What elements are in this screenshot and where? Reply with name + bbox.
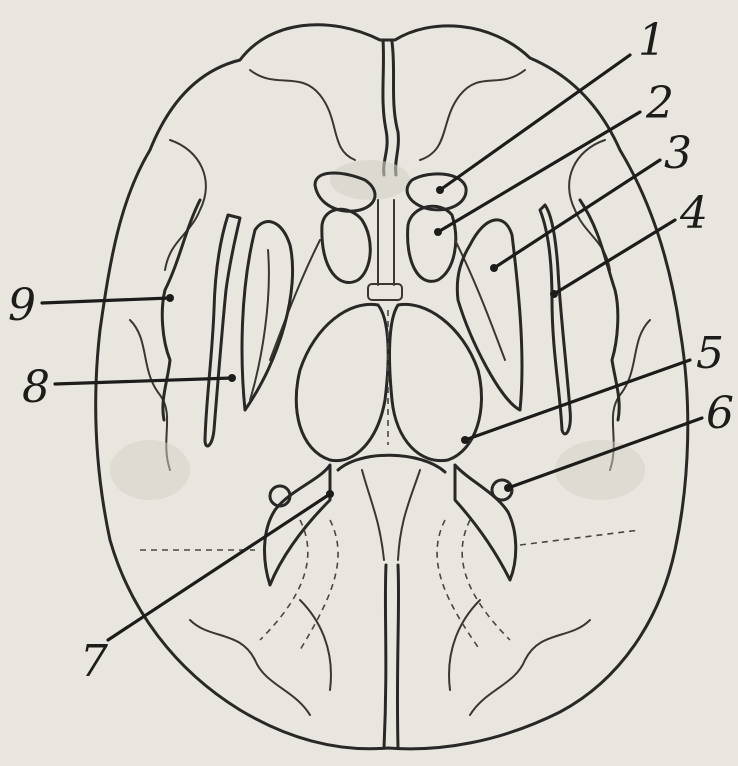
label-4: 4: [679, 188, 708, 239]
label-9: 9: [8, 280, 36, 331]
label-1: 1: [638, 15, 666, 66]
label-8: 8: [22, 362, 50, 413]
label-6: 6: [706, 388, 734, 439]
pointer-7: [326, 490, 334, 498]
label-5: 5: [696, 328, 724, 379]
pointer-1: [436, 186, 444, 194]
pointer-9: [166, 294, 174, 302]
pointer-5: [461, 436, 469, 444]
pointer-6: [504, 484, 512, 492]
pointer-2: [434, 228, 442, 236]
label-3: 3: [664, 128, 692, 179]
label-7: 7: [80, 636, 108, 687]
pointer-4: [550, 290, 558, 298]
pointer-8: [228, 374, 236, 382]
pointer-3: [490, 264, 498, 272]
label-2: 2: [645, 78, 674, 129]
